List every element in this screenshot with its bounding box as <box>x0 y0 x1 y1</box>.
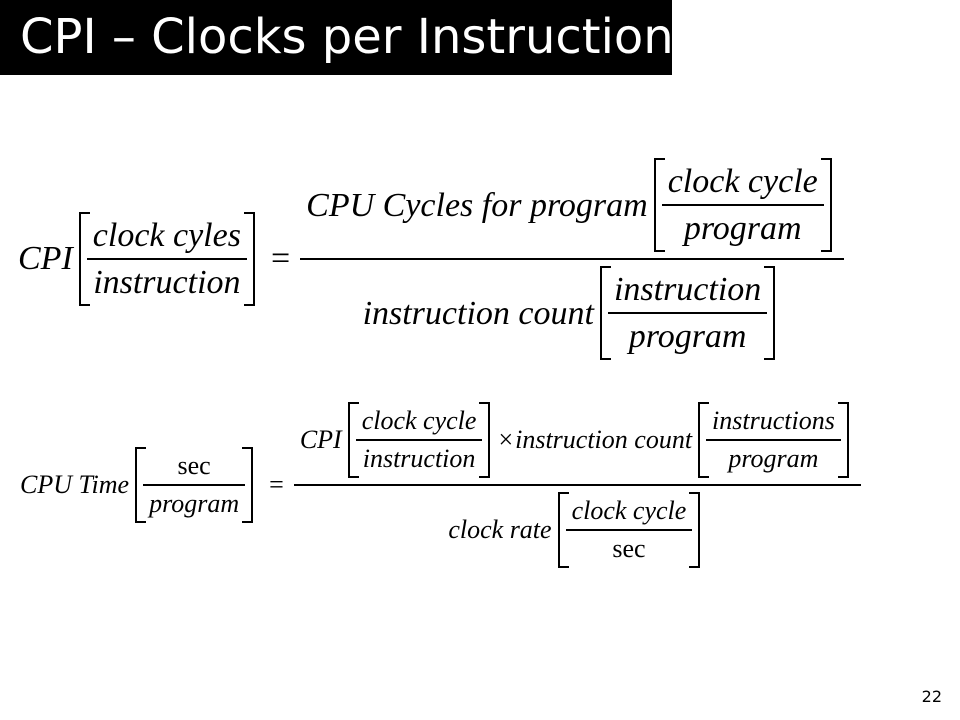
cpu-cycles-term: CPU Cycles for program <box>306 186 648 224</box>
cpi-unit-fraction: clock cyles instruction <box>86 216 247 302</box>
cpi-equation: CPI clock cyles instruction = CPU Cycles… <box>18 158 844 361</box>
cpi-main-denominator: instruction count instruction program <box>357 266 788 361</box>
cpi-term: CPI <box>299 424 342 454</box>
cpi-main-numerator: CPU Cycles for program clock cycle progr… <box>300 158 844 253</box>
clock-rate-unit-bracket: clock cycle sec <box>557 491 701 568</box>
main-fraction-bar <box>300 258 844 261</box>
cpu-time-main-denominator: clock rate clock cycle sec <box>442 491 712 568</box>
cpu-cycles-unit-bracket: clock cycle program <box>653 158 832 253</box>
fraction-bar <box>143 483 246 486</box>
cpi-unit-fraction: clock cycle instruction <box>355 406 483 474</box>
times-sign: × <box>498 424 514 454</box>
cpi-unit-denominator: instruction <box>362 443 476 473</box>
instruction-count-unit-numerator: instructions <box>712 406 835 435</box>
cpu-time-main-fraction: CPI clock cycle instruction × instructio… <box>293 402 861 568</box>
cpi-term: CPI <box>18 240 73 278</box>
instruction-count-unit-bracket: instruction program <box>599 266 776 361</box>
cpu-cycles-unit-fraction: clock cycle program <box>661 162 824 248</box>
fraction-bar <box>86 258 247 261</box>
cpi-unit-numerator: clock cycle <box>361 406 477 435</box>
equals-sign: = <box>269 469 284 499</box>
cpi-unit-numerator: clock cyles <box>92 217 241 255</box>
fraction-bar <box>355 438 483 441</box>
main-fraction-bar <box>293 483 861 486</box>
cpu-time-unit-denominator: program <box>149 488 240 518</box>
fraction-bar <box>706 438 841 441</box>
instruction-count-unit-fraction: instruction program <box>607 270 768 356</box>
fraction-bar <box>565 528 693 531</box>
instruction-count-term: instruction count <box>515 424 693 454</box>
cpi-main-fraction: CPU Cycles for program clock cycle progr… <box>300 158 844 361</box>
cpi-unit-bracket: clock cyles instruction <box>78 212 256 307</box>
cpu-time-unit-numerator: sec <box>177 450 211 480</box>
slide-title: CPI – Clocks per Instruction <box>0 0 674 75</box>
instruction-count-unit-numerator: instruction <box>613 271 762 309</box>
fraction-bar <box>661 204 824 207</box>
equals-sign: = <box>270 240 291 278</box>
fraction-bar <box>607 312 768 315</box>
slide-number: 22 <box>921 687 942 706</box>
cpu-time-unit-bracket: sec program <box>135 446 254 523</box>
cpu-time-unit-fraction: sec program <box>143 450 246 519</box>
clock-rate-unit-numerator: clock cycle <box>571 495 687 525</box>
cpu-time-term: CPU Time <box>20 469 130 499</box>
cpu-time-main-numerator: CPI clock cycle instruction × instructio… <box>294 402 861 478</box>
instruction-count-unit-bracket: instructions program <box>698 402 849 478</box>
cpi-unit-bracket: clock cycle instruction <box>347 402 491 478</box>
cpu-time-equation: CPU Time sec program = CPI clock cycle i… <box>20 402 861 568</box>
clock-rate-unit-denominator: sec <box>612 533 646 563</box>
cpu-cycles-unit-denominator: program <box>683 210 802 248</box>
cpi-unit-denominator: instruction <box>93 264 241 302</box>
clock-rate-term: clock rate <box>448 514 552 544</box>
instruction-count-unit-denominator: program <box>628 318 747 356</box>
cpu-cycles-unit-numerator: clock cycle <box>667 163 818 200</box>
instruction-count-unit-denominator: program <box>728 443 819 473</box>
instruction-count-term: instruction count <box>362 294 594 332</box>
instruction-count-unit-fraction: instructions program <box>706 406 841 474</box>
clock-rate-unit-fraction: clock cycle sec <box>565 495 693 564</box>
